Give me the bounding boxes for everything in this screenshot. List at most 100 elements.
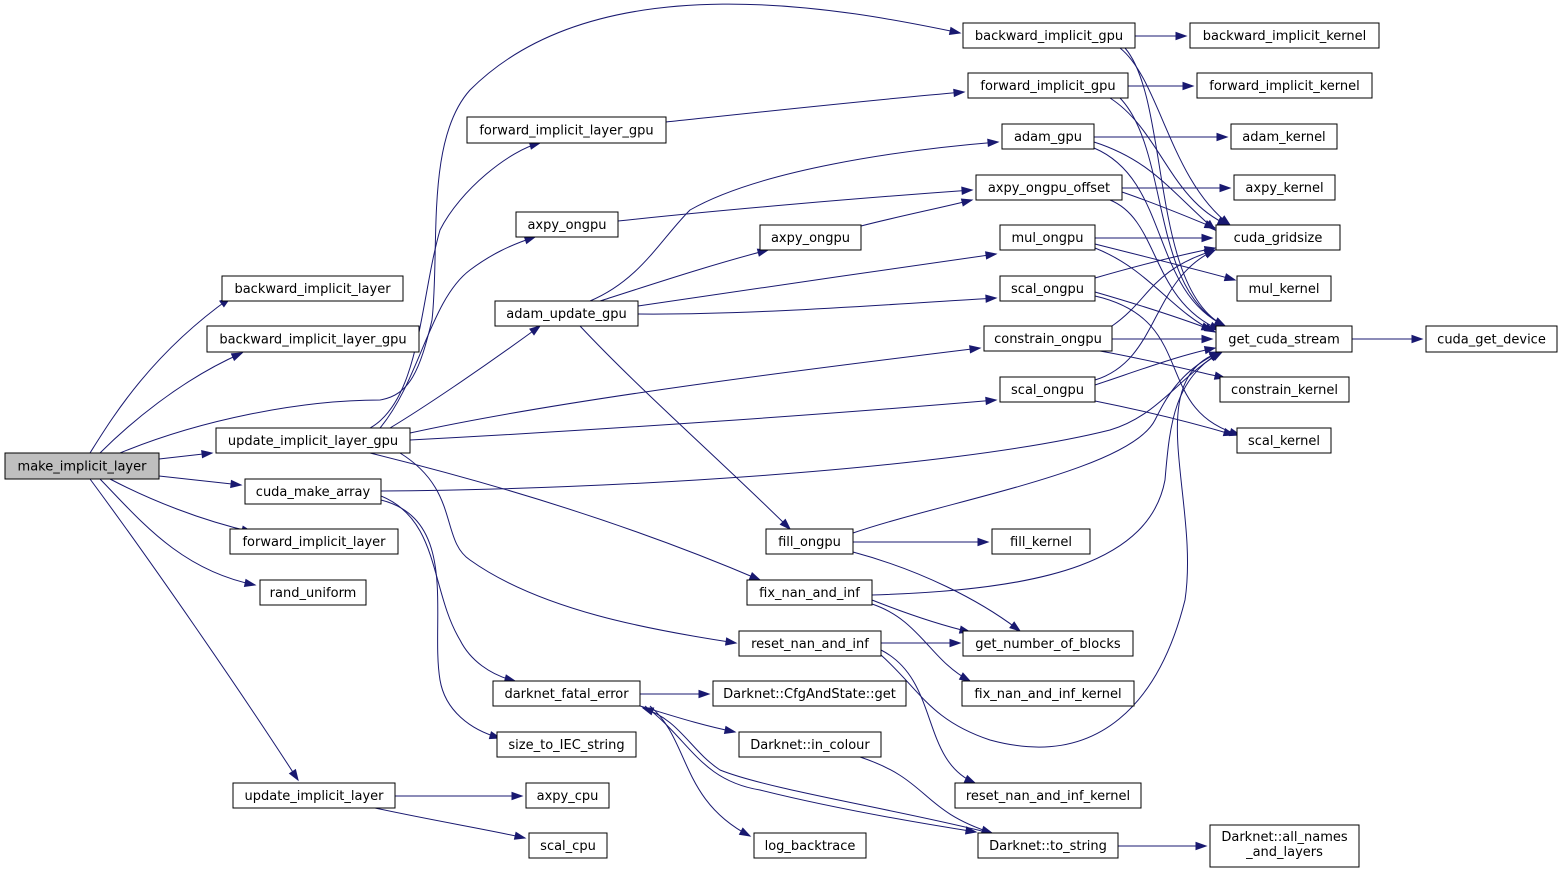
edge-arrowhead xyxy=(1210,351,1224,361)
node-darknet-fatal-error[interactable]: darknet_fatal_error xyxy=(492,680,641,707)
edge-axpy_ongpu_b-to-axpy_ongpu_offset xyxy=(860,198,974,227)
edge-line xyxy=(599,249,769,302)
node-label: make_implicit_layer xyxy=(18,460,148,475)
node-fill-kernel[interactable]: fill_kernel xyxy=(991,528,1091,555)
node-forward-implicit-layer[interactable]: forward_implicit_layer xyxy=(229,528,399,555)
node-log-backtrace[interactable]: log_backtrace xyxy=(753,832,867,859)
node-axpy-ongpu-a[interactable]: axpy_ongpu xyxy=(515,211,619,238)
edge-arrowhead xyxy=(969,345,982,354)
node-get-number-of-blocks[interactable]: get_number_of_blocks xyxy=(962,630,1134,657)
node-label: cuda_make_array xyxy=(256,485,371,500)
edge-arrowhead xyxy=(958,672,972,682)
node-make-implicit-layer[interactable]: make_implicit_layer xyxy=(4,452,160,480)
node-update-implicit-layer[interactable]: update_implicit_layer xyxy=(232,782,396,809)
edge-arrowhead xyxy=(779,518,792,531)
edge-fix_nan_and_inf-to-fix_nan_and_inf_kernel xyxy=(871,603,972,682)
node-box xyxy=(759,224,862,251)
node-axpy-kernel[interactable]: axpy_kernel xyxy=(1233,174,1336,201)
node-reset-nan-and-inf-kernel[interactable]: reset_nan_and_inf_kernel xyxy=(954,782,1142,809)
node-update-implicit-layer-gpu[interactable]: update_implicit_layer_gpu xyxy=(215,427,411,454)
node-cuda-get-device[interactable]: cuda_get_device xyxy=(1425,325,1558,353)
edge-line xyxy=(852,351,1221,534)
node-label: darknet_fatal_error xyxy=(504,687,629,702)
node-adam-kernel[interactable]: adam_kernel xyxy=(1230,123,1338,150)
node-scal-cpu[interactable]: scal_cpu xyxy=(528,832,608,859)
node-box xyxy=(1001,123,1095,150)
edge-arrowhead xyxy=(288,768,299,782)
edge-fill_ongpu-to-fill_kernel xyxy=(852,537,990,547)
node-scal-kernel[interactable]: scal_kernel xyxy=(1236,427,1332,454)
edge-arrowhead xyxy=(698,689,711,699)
node-backward-implicit-layer-gpu[interactable]: backward_implicit_layer_gpu xyxy=(206,325,420,353)
node-label: axpy_kernel xyxy=(1245,181,1323,196)
node-forward-implicit-layer-gpu[interactable]: forward_implicit_layer_gpu xyxy=(466,116,667,144)
node-all-names[interactable]: Darknet::all_names_and_layers xyxy=(1209,824,1360,868)
node-box xyxy=(229,528,399,555)
node-forward-implicit-kernel[interactable]: forward_implicit_kernel xyxy=(1196,72,1373,99)
edge-adam_gpu-to-adam_kernel xyxy=(1094,132,1229,142)
node-rand-uniform[interactable]: rand_uniform xyxy=(259,579,367,606)
edge-line xyxy=(89,478,299,781)
edge-line xyxy=(859,756,993,834)
node-box xyxy=(975,174,1123,201)
edge-arrowhead xyxy=(949,638,962,648)
node-reset-nan-and-inf[interactable]: reset_nan_and_inf xyxy=(738,630,882,657)
node-cuda-gridsize[interactable]: cuda_gridsize xyxy=(1215,224,1341,251)
edge-arrowhead xyxy=(1009,621,1022,632)
node-forward-implicit-gpu[interactable]: forward_implicit_gpu xyxy=(967,72,1129,99)
node-box xyxy=(466,116,667,144)
node-scal-ongpu-b[interactable]: scal_ongpu xyxy=(999,376,1096,403)
node-fix-nan-and-inf[interactable]: fix_nan_and_inf xyxy=(746,579,873,606)
edge-line xyxy=(1119,47,1231,226)
edge-line xyxy=(1111,249,1216,327)
node-axpy-ongpu-b[interactable]: axpy_ongpu xyxy=(759,224,862,251)
node-box xyxy=(999,275,1096,302)
node-axpy-ongpu-offset[interactable]: axpy_ongpu_offset xyxy=(975,174,1123,201)
edge-make_implicit_layer-to-rand_uniform xyxy=(99,478,257,587)
edge-get_cuda_stream-to-cuda_get_device xyxy=(1352,334,1424,344)
edge-arrowhead xyxy=(1216,132,1229,142)
node-box xyxy=(962,630,1134,657)
node-constrain-kernel[interactable]: constrain_kernel xyxy=(1219,376,1350,403)
node-backward-implicit-kernel[interactable]: backward_implicit_kernel xyxy=(1189,22,1380,49)
node-box xyxy=(967,72,1129,99)
node-label: Darknet::to_string xyxy=(989,839,1107,854)
node-label: forward_implicit_layer xyxy=(242,535,386,550)
node-label: cuda_gridsize xyxy=(1234,231,1323,246)
node-label: get_cuda_stream xyxy=(1228,333,1340,348)
node-scal-ongpu-a[interactable]: scal_ongpu xyxy=(999,275,1096,302)
edge-arrowhead xyxy=(1203,220,1217,229)
node-to-string[interactable]: Darknet::to_string xyxy=(977,832,1119,859)
node-label: forward_implicit_gpu xyxy=(980,79,1115,94)
node-cuda-make-array[interactable]: cuda_make_array xyxy=(244,478,382,505)
edge-arrowhead xyxy=(987,138,1000,148)
node-size-to-IEC-string[interactable]: size_to_IEC_string xyxy=(496,731,637,758)
edge-line xyxy=(860,199,973,227)
edge-arrowhead xyxy=(1222,428,1236,437)
node-fill-ongpu[interactable]: fill_ongpu xyxy=(765,528,854,555)
node-mul-ongpu[interactable]: mul_ongpu xyxy=(999,224,1096,251)
node-label: constrain_ongpu xyxy=(994,332,1102,347)
call-graph-edges xyxy=(89,3,1424,851)
node-adam-update-gpu[interactable]: adam_update_gpu xyxy=(494,300,639,327)
edge-arrowhead xyxy=(963,774,977,784)
node-adam-gpu[interactable]: adam_gpu xyxy=(1001,123,1095,150)
edge-adam_update_gpu-to-adam_gpu xyxy=(589,138,1000,302)
edge-line xyxy=(665,91,965,123)
node-fix-nan-and-inf-kernel[interactable]: fix_nan_and_inf_kernel xyxy=(961,680,1135,707)
node-box xyxy=(1236,427,1332,454)
node-backward-implicit-gpu[interactable]: backward_implicit_gpu xyxy=(962,22,1136,49)
node-mul-kernel[interactable]: mul_kernel xyxy=(1236,275,1332,302)
edge-update_implicit_layer-to-axpy_cpu xyxy=(395,791,524,801)
node-cfg-get[interactable]: Darknet::CfgAndState::get xyxy=(712,680,907,707)
edge-make_implicit_layer-to-backward_implicit_gpu xyxy=(119,3,962,454)
edge-arrowhead xyxy=(1201,334,1214,344)
node-constrain-ongpu[interactable]: constrain_ongpu xyxy=(983,325,1113,352)
node-axpy-cpu[interactable]: axpy_cpu xyxy=(525,782,610,809)
edge-update_implicit_layer_gpu-to-adam_update_gpu xyxy=(389,325,542,429)
node-in-colour[interactable]: Darknet::in_colour xyxy=(738,731,882,758)
edge-forward_implicit_gpu-to-get_cuda_stream xyxy=(1119,97,1227,327)
node-get-cuda-stream[interactable]: get_cuda_stream xyxy=(1215,325,1353,353)
node-backward-implicit-layer[interactable]: backward_implicit_layer xyxy=(221,275,404,302)
node-label: fix_nan_and_inf xyxy=(759,586,860,601)
